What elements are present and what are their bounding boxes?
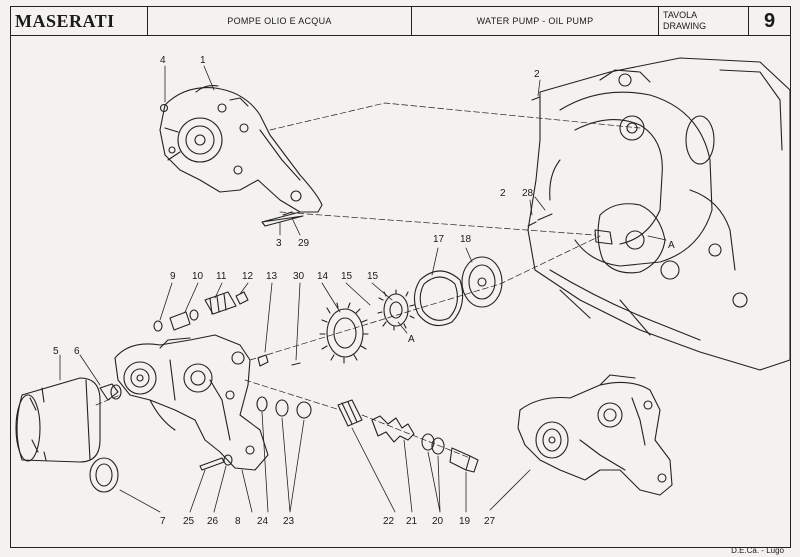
- callout-27: 27: [484, 516, 496, 527]
- callout-labels: 1 4 2 2 28 A 3 29 9 10 11 12 13 30 14 15…: [53, 55, 675, 527]
- brand-logo: MASERATI: [15, 10, 115, 31]
- callout-24: 24: [257, 516, 269, 527]
- leader-lines: [59, 65, 667, 513]
- brand-cell: MASERATI: [11, 7, 148, 35]
- callout-23: 23: [283, 516, 295, 527]
- callout-17: 17: [433, 234, 445, 245]
- phantom-lines: [95, 102, 641, 459]
- callout-14: 14: [317, 271, 329, 282]
- seal-ring-7: [89, 457, 119, 493]
- drawing-number: 9: [763, 9, 776, 32]
- oil-pump-assembly: [517, 374, 673, 496]
- callout-2-mid: 2: [500, 188, 506, 199]
- drawing-label-cell: TAVOLA DRAWING: [659, 7, 749, 35]
- callout-10: 10: [192, 271, 204, 282]
- callout-3: 3: [276, 238, 282, 249]
- callout-13: 13: [266, 271, 278, 282]
- callout-21: 21: [406, 516, 418, 527]
- pins-and-orings: [256, 354, 363, 427]
- water-pump: [159, 85, 323, 227]
- oil-filter: [15, 377, 101, 463]
- title-block: MASERATI POMPE OLIO E ACQUA WATER PUMP -…: [10, 6, 791, 36]
- pump-gears: [319, 289, 415, 364]
- fittings: [99, 291, 249, 401]
- callout-ref-a2: A: [408, 334, 415, 345]
- title-italian: POMPE OLIO E ACQUA: [148, 7, 412, 35]
- callout-15a: 15: [341, 271, 353, 282]
- drawing-label: DRAWING: [663, 21, 707, 31]
- callout-15b: 15: [367, 271, 379, 282]
- callout-22: 22: [383, 516, 395, 527]
- callout-7: 7: [160, 516, 166, 527]
- callout-4: 4: [160, 55, 166, 66]
- callout-29: 29: [298, 238, 310, 249]
- callout-1: 1: [200, 55, 206, 66]
- bolts: [199, 96, 553, 471]
- callout-2-top: 2: [534, 69, 540, 80]
- tavola-label: TAVOLA: [663, 10, 698, 20]
- cover-and-gasket: [413, 256, 503, 327]
- callout-28: 28: [522, 188, 534, 199]
- footer-credit: D.E.Ca. - Lugo: [731, 546, 784, 555]
- callout-25: 25: [183, 516, 195, 527]
- callout-5: 5: [53, 346, 59, 357]
- engine-block-outline: [527, 57, 791, 371]
- callout-ref-a1: A: [668, 240, 675, 251]
- callout-8: 8: [235, 516, 241, 527]
- relief-valve-parts: [371, 415, 479, 473]
- callout-11: 11: [216, 271, 227, 282]
- title-english: WATER PUMP - OIL PUMP: [412, 7, 659, 35]
- callout-9: 9: [170, 271, 176, 282]
- callout-26: 26: [207, 516, 219, 527]
- callout-19: 19: [459, 516, 471, 527]
- callout-30: 30: [293, 271, 305, 282]
- callout-18: 18: [460, 234, 472, 245]
- oil-pump-body: [114, 334, 269, 471]
- callout-20: 20: [432, 516, 444, 527]
- callout-6: 6: [74, 346, 80, 357]
- callout-12: 12: [242, 271, 254, 282]
